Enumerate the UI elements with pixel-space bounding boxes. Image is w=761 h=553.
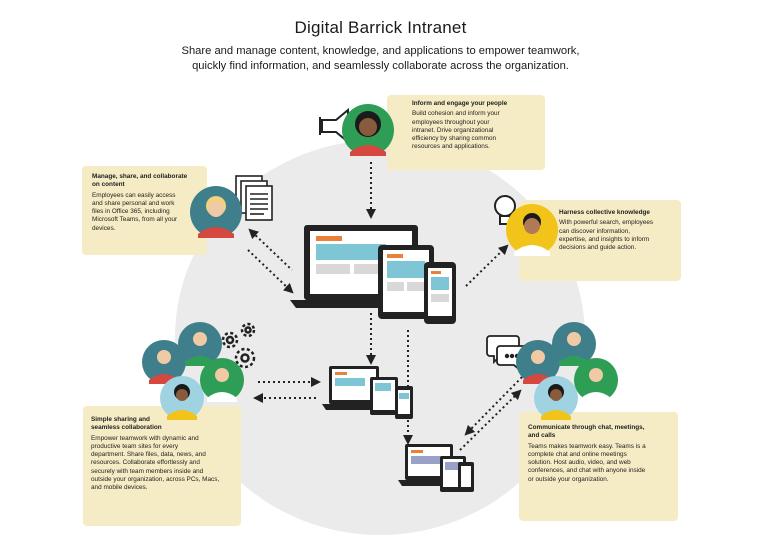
page-subtitle: Share and manage content, knowledge, and… bbox=[130, 44, 631, 74]
central-devices bbox=[290, 225, 456, 324]
small-devices-middle bbox=[322, 366, 413, 419]
avatar-team-3 bbox=[200, 358, 244, 402]
documents-icon bbox=[235, 175, 273, 221]
card-communicate: Communicate through chat, meetings,and c… bbox=[519, 412, 678, 521]
avatar-manage bbox=[190, 186, 242, 238]
card-inform: Inform and engage your people Build cohe… bbox=[387, 95, 545, 170]
card-simple-line: outside your organization, across PCs, M… bbox=[91, 476, 220, 484]
connector-manage bbox=[248, 228, 293, 271]
subtitle-line-2: quickly find information, and seamlessly… bbox=[192, 60, 569, 72]
gears-icon bbox=[221, 322, 256, 369]
card-simple-line: and mobile devices. bbox=[91, 484, 148, 492]
card-harness-line: decisions and guide action. bbox=[559, 244, 637, 252]
card-simple-line: Empower teamwork with dynamic and bbox=[91, 434, 199, 442]
card-manage-heading-line: Manage, share, and collaborate bbox=[92, 173, 188, 180]
card-harness-line: With powerful search, employees bbox=[559, 219, 654, 227]
card-communicate-heading-line: and calls bbox=[528, 432, 556, 440]
card-simple-heading-line: seamless collaboration bbox=[91, 424, 162, 432]
card-manage-heading-line: on content bbox=[92, 181, 125, 189]
card-inform-line: efficiency by sharing common bbox=[412, 135, 497, 143]
connector-harness bbox=[465, 244, 509, 287]
card-communicate-heading-line: Communicate through chat, meetings, bbox=[528, 424, 645, 431]
card-manage-line: files in Office 365, including bbox=[92, 208, 170, 216]
card-inform-line: intranet. Drive organizational bbox=[412, 126, 494, 134]
card-communicate-line: solution. Host audio, video, and web bbox=[528, 459, 631, 467]
card-communicate-line: Teams makes teamwork easy. Teams is a bbox=[528, 442, 646, 450]
connector-manage-2 bbox=[247, 249, 294, 294]
connector-lower-right bbox=[459, 389, 522, 451]
subtitle-line-1: Share and manage content, knowledge, and… bbox=[181, 45, 580, 57]
avatar-comm-2 bbox=[552, 322, 596, 366]
lightbulb-icon bbox=[494, 195, 516, 225]
card-harness-heading: Harness collective knowledge bbox=[559, 209, 650, 216]
card-communicate-line: complete chat and online meetings bbox=[528, 450, 627, 458]
card-harness-line: can discover information, bbox=[559, 227, 631, 235]
card-manage-line: Employees can easily access bbox=[92, 191, 176, 199]
card-inform-line: Build cohesion and inform your bbox=[412, 110, 500, 118]
card-communicate-heading: Communicate through chat, meetings,and c… bbox=[528, 424, 678, 441]
page-title: Digital Barrick Intranet bbox=[294, 18, 467, 37]
card-simple-line: resources. Collaborate effortlessly and bbox=[91, 459, 200, 467]
avatar-comm-3 bbox=[574, 358, 618, 402]
card-communicate-line: or outside your organization. bbox=[528, 475, 609, 483]
avatar-team-4 bbox=[160, 376, 204, 420]
avatar-inform bbox=[342, 104, 394, 156]
card-inform-line: employees throughout your bbox=[412, 118, 490, 126]
avatar-harness bbox=[506, 204, 558, 256]
card-simple-heading-line: Simple sharing and bbox=[91, 416, 150, 423]
avatar-comm-4 bbox=[534, 376, 578, 420]
tablet-icon bbox=[378, 245, 434, 319]
card-manage-line: and share personal and work bbox=[92, 199, 175, 207]
avatar-team-1 bbox=[142, 340, 186, 384]
card-inform-heading: Inform and engage your people bbox=[412, 100, 508, 107]
phone-icon bbox=[424, 262, 456, 324]
card-simple-line: department. Share files, data, news, and bbox=[91, 451, 206, 459]
card-simple-line: productive team sites for every bbox=[91, 442, 179, 450]
card-harness-line: expertise, and insights to inform bbox=[559, 235, 650, 243]
card-manage-line: devices. bbox=[92, 224, 116, 232]
card-communicate-line: conferences, and chat with anyone inside bbox=[528, 467, 646, 475]
connector-lower-right-2 bbox=[464, 374, 525, 436]
small-devices-lower bbox=[398, 444, 474, 492]
card-inform-line: resources and applications. bbox=[412, 143, 490, 151]
card-simple-line: securely with team members inside and bbox=[91, 467, 204, 475]
card-manage-line: Microsoft Teams, from all your bbox=[92, 216, 178, 224]
